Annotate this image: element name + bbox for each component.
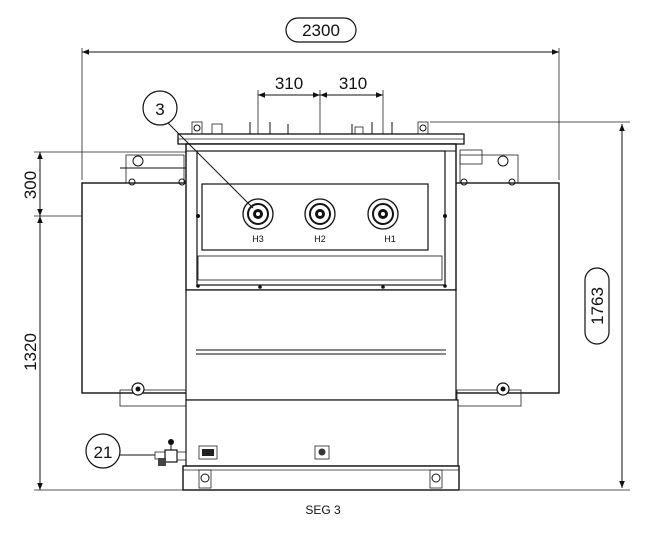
callout-bushing-label: 3 xyxy=(155,100,164,119)
rating-plate xyxy=(314,445,330,460)
left-radiator xyxy=(81,154,189,407)
drain-valve xyxy=(118,439,187,466)
bushing-h2-label: H2 xyxy=(314,234,326,244)
dimension-overall-width: 2300 xyxy=(81,17,560,180)
bushing-h2: H2 xyxy=(304,198,336,244)
dimension-width-box xyxy=(285,17,357,43)
dimension-top-offset-label: 300 xyxy=(21,171,40,199)
dimension-overall-height: 1763 xyxy=(430,121,630,491)
dimension-height-box xyxy=(584,267,610,345)
right-radiator xyxy=(454,149,560,407)
bushing-h3: H3 xyxy=(242,198,274,244)
dimension-width-label: 2300 xyxy=(302,21,340,40)
main-tank xyxy=(177,121,465,491)
bushing-h1-label: H1 xyxy=(384,234,396,244)
drawing-caption: SEG 3 xyxy=(305,503,341,517)
dimension-lower-height-label: 1320 xyxy=(21,333,40,371)
callout-bushing: 3 xyxy=(142,90,254,209)
bushing-h1: H1 xyxy=(367,198,399,244)
bushing-h3-label: H3 xyxy=(252,234,264,244)
dimension-height-label: 1763 xyxy=(588,287,607,325)
dimension-spacing-right-label: 310 xyxy=(339,74,367,93)
dimension-spacing-left-label: 310 xyxy=(275,74,303,93)
callout-valve-label: 21 xyxy=(94,443,113,462)
callout-valve: 21 xyxy=(85,433,121,469)
nameplate xyxy=(198,445,218,460)
